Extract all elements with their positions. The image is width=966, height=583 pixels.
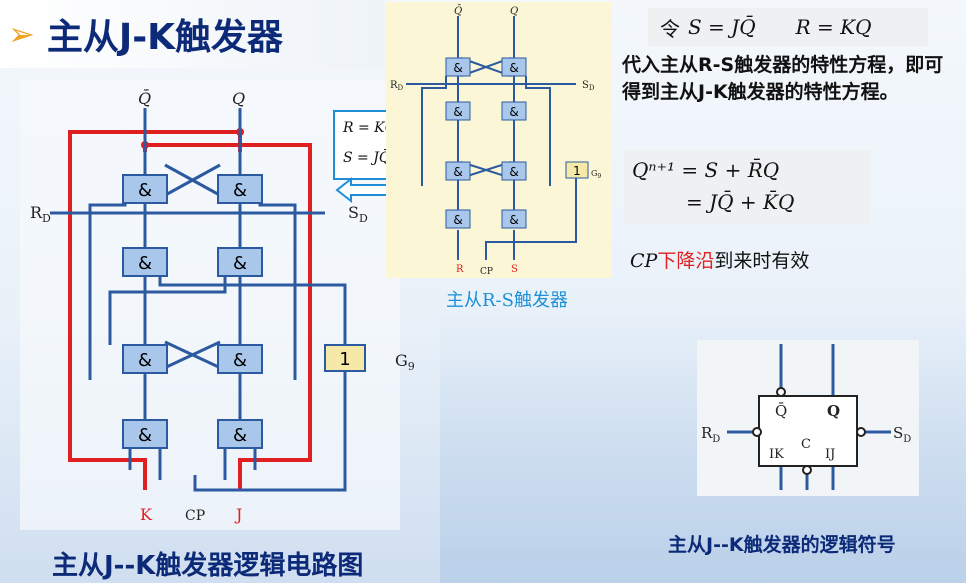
rs-r-label: R (456, 264, 464, 275)
gate-label: & (453, 105, 462, 119)
bullet-arrow-icon: ➢ (8, 15, 35, 53)
not-gate (565, 161, 589, 179)
nand-gate (122, 419, 168, 449)
nand-gate (501, 209, 527, 229)
symbol-caption: 主从J--K触发器的逻辑符号 (668, 534, 896, 556)
characteristic-equation: Qⁿ⁺¹ = S + R̄Q = JQ̄ + K̄Q (624, 150, 870, 224)
explanation-paragraph: 代入主从R-S触发器的特性方程，即可得到主从J-K触发器的特性方程。 (622, 54, 944, 103)
nand-gate (122, 247, 168, 277)
sym-c-label: C (801, 437, 811, 452)
gate-label: & (233, 253, 247, 274)
nand-gate (445, 209, 471, 229)
ling-text: 令 (660, 16, 680, 41)
gate-label: & (138, 180, 152, 201)
equation-line-2: = JQ̄ + K̄Q (686, 190, 795, 214)
nand-gate (501, 161, 527, 181)
nand-gate (217, 174, 263, 204)
sym-sd-label: SD (893, 424, 911, 445)
gate-label: & (138, 253, 152, 274)
rs-cp-label: CP (480, 267, 493, 277)
nand-gate (445, 161, 471, 181)
gate-label: & (138, 350, 152, 371)
falling-edge-text: 下降沿 (657, 250, 715, 272)
sym-rd-label: RD (701, 424, 720, 445)
slide-title-text: 主从J-K触发器 (46, 17, 284, 58)
nand-gate (217, 419, 263, 449)
nand-gate (445, 101, 471, 121)
rs-flipflop-panel: & & & & & & & & 1 Q̄ Q RD SD G9 R CP S (386, 2, 612, 278)
substitution-formula: 令 S = JQ̄ R = KQ (648, 8, 928, 46)
gate-label: & (233, 350, 247, 371)
sym-qbar-label: Q̄ (775, 402, 787, 420)
rs-g9-label: G9 (591, 169, 601, 180)
nand-gate (217, 344, 263, 374)
j-label: J (234, 505, 242, 524)
gate-label: & (233, 425, 247, 446)
gate-label: & (509, 213, 518, 227)
gate-label: & (138, 425, 152, 446)
rs-sd-label: SD (582, 80, 595, 92)
nand-gate (445, 57, 471, 77)
cp-trigger-note: CP下降沿到来时有效 (630, 246, 809, 273)
not-gate-label: 1 (339, 349, 350, 370)
title-bar (0, 0, 385, 68)
sym-ij-label: IJ (825, 447, 835, 462)
sym-ik-label: IK (769, 447, 784, 462)
q-label: Q (232, 89, 245, 108)
qbar-label: Q̄ (138, 87, 151, 108)
rs-rd-label: RD (390, 80, 404, 92)
cp-label: CP (185, 508, 205, 524)
sym-q-label: Q (827, 402, 840, 420)
nand-gate (501, 101, 527, 121)
main-circuit-caption: 主从J--K触发器逻辑电路图 (52, 551, 364, 581)
gate-label: & (509, 165, 518, 179)
rs-caption: 主从R-S触发器 (446, 290, 568, 311)
rs-qbar-label: Q̄ (454, 5, 462, 17)
s-equation: S = JQ̄ (343, 150, 391, 166)
not-gate (324, 344, 366, 372)
gate-label: & (453, 165, 462, 179)
k-label: K (140, 505, 153, 524)
gate-label: & (453, 61, 462, 75)
rs-circuit-diagram: & & & & & & & & 1 Q̄ Q RD SD G9 R CP S (390, 5, 601, 277)
slide-title: ➢ 主从J-K触发器 (8, 6, 283, 62)
rs-q-label: Q (510, 6, 518, 17)
sd-label: SD (348, 203, 368, 225)
nand-gate (217, 247, 263, 277)
g9-label: G9 (395, 351, 415, 373)
equation-line-1: Qⁿ⁺¹ = S + R̄Q (632, 158, 780, 182)
rs-s-label: S (511, 264, 518, 275)
jk-logic-symbol: Q̄ Q IK C IJ RD SD (701, 344, 911, 490)
r-formula: R = KQ (795, 15, 872, 39)
gate-label: & (509, 61, 518, 75)
not-gate-label: 1 (573, 164, 581, 178)
cp-text: CP (630, 250, 658, 272)
effective-text: 到来时有效 (714, 250, 810, 272)
rd-label: RD (30, 203, 51, 225)
gate-label: & (509, 105, 518, 119)
s-formula: S = JQ̄ (688, 15, 756, 39)
nand-gate (122, 344, 168, 374)
gate-label: & (233, 180, 247, 201)
r-equation: R = KQ (343, 120, 397, 136)
logic-symbol-panel: Q̄ Q IK C IJ RD SD (697, 340, 919, 496)
nand-gate (122, 174, 168, 204)
gate-label: & (453, 213, 462, 227)
nand-gate (501, 57, 527, 77)
